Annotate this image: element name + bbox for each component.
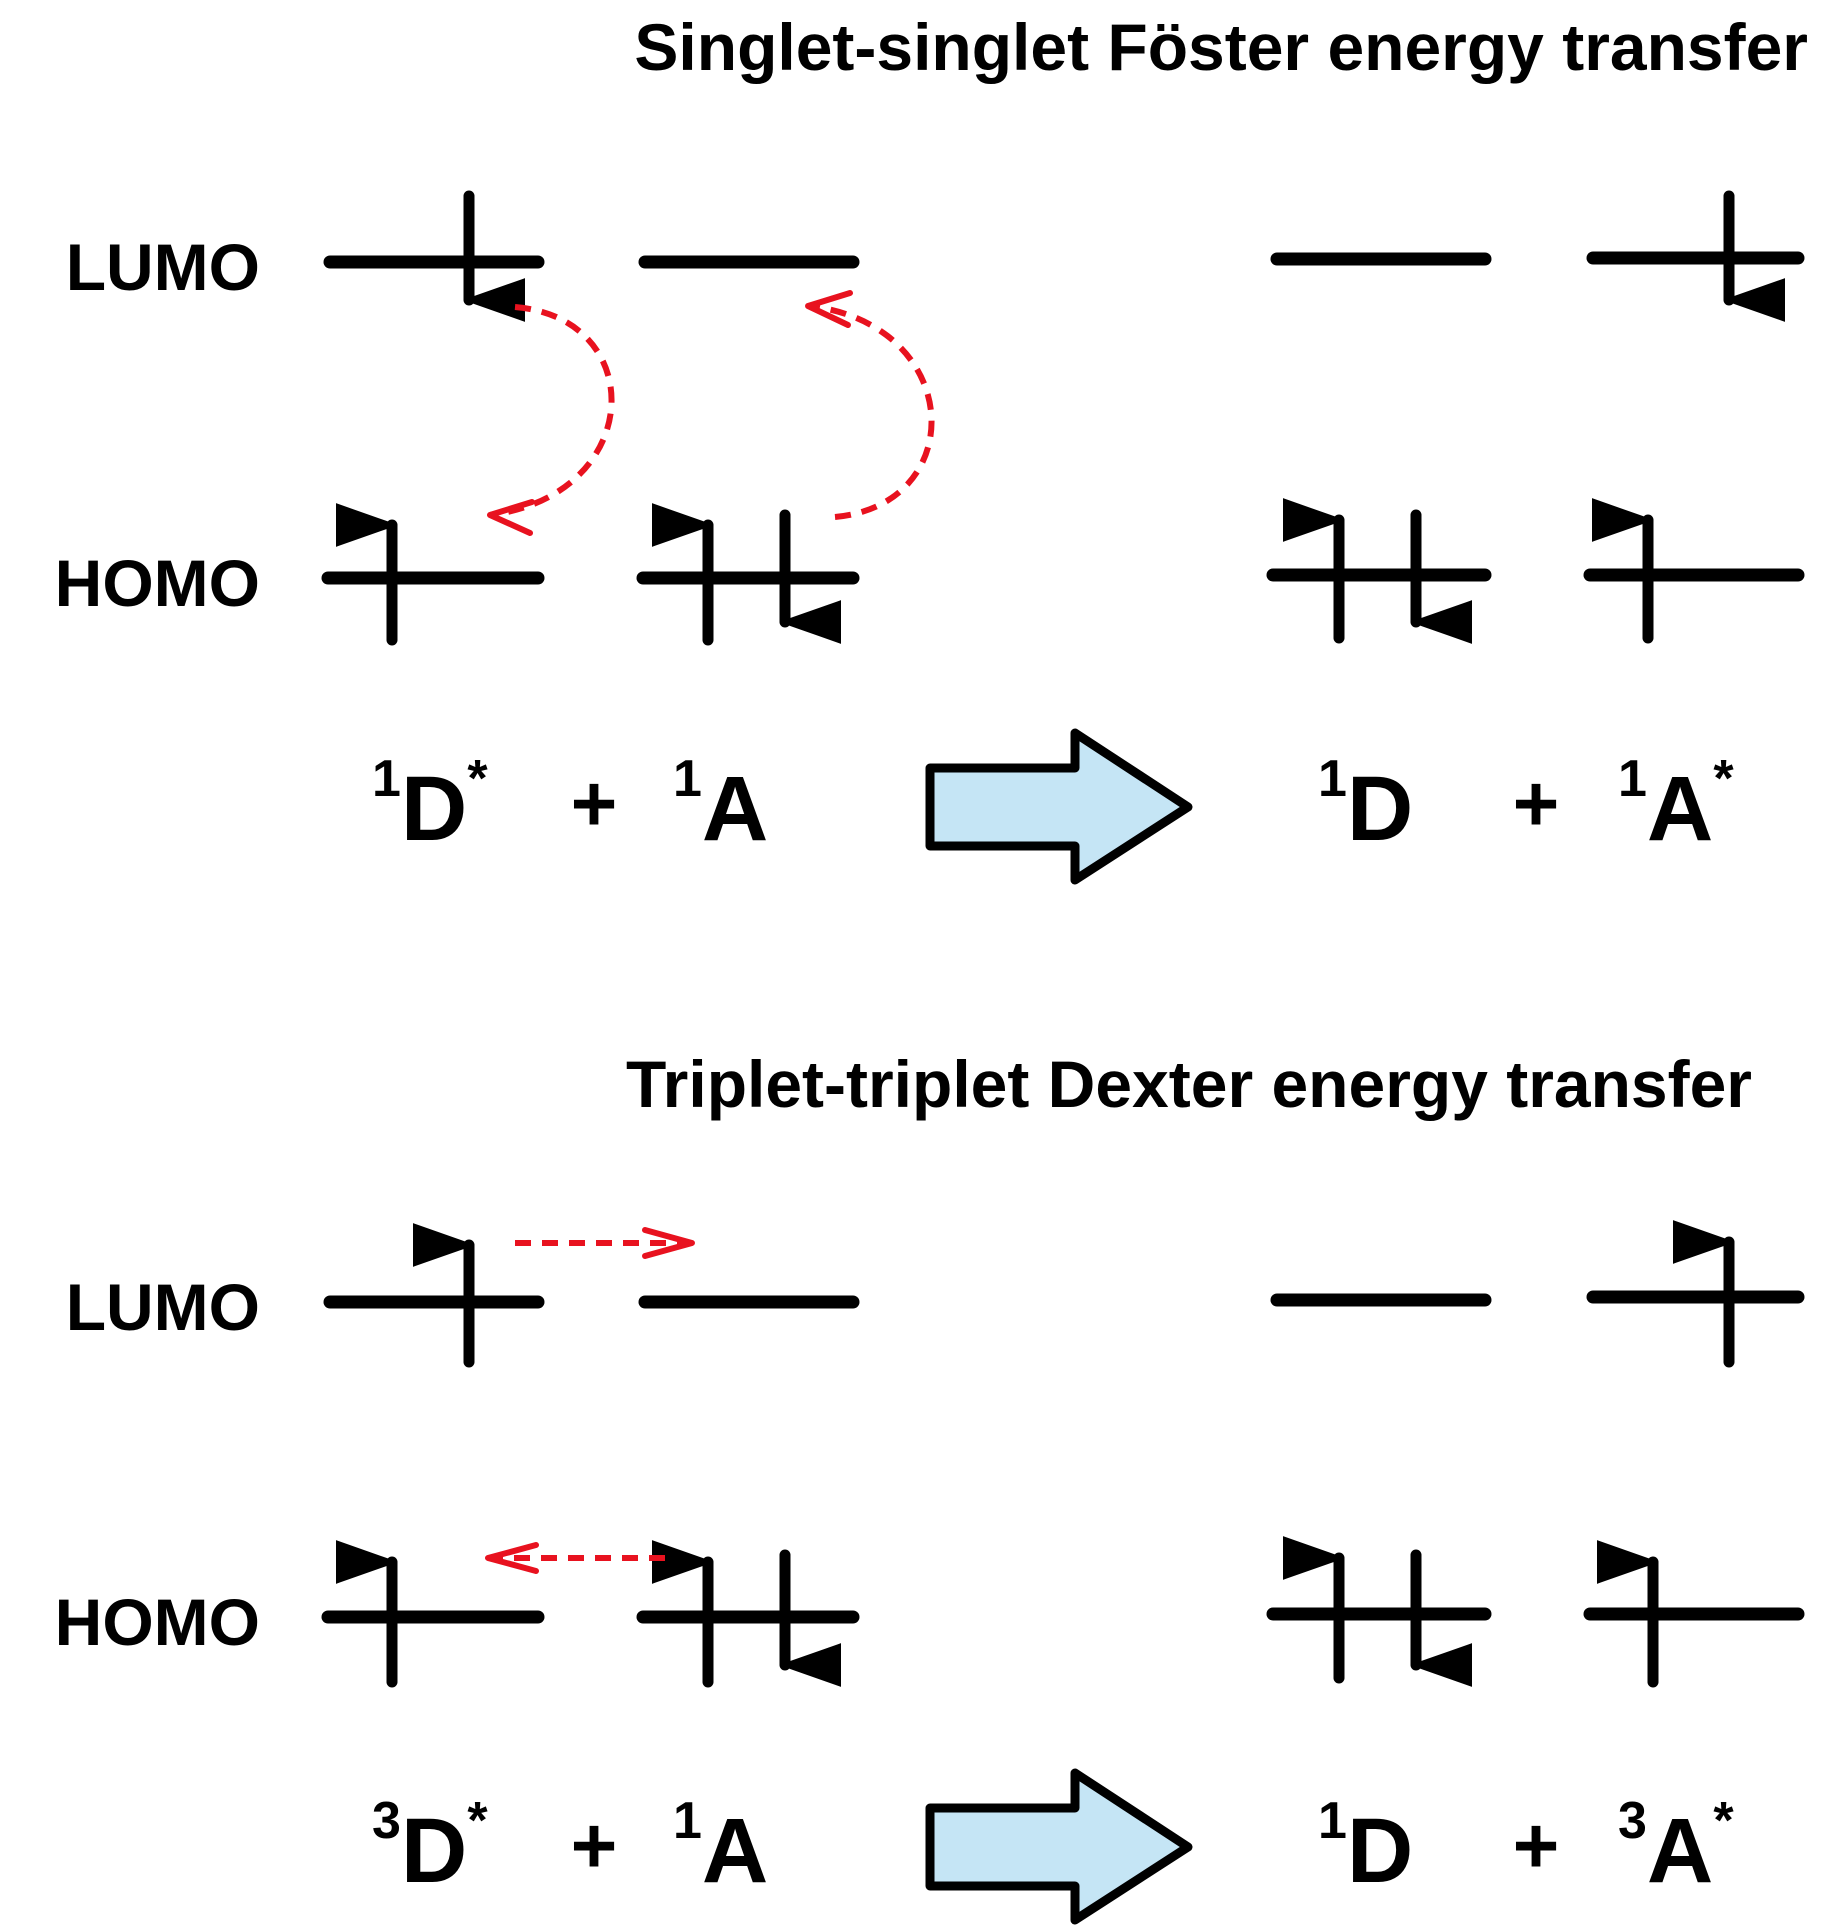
homo-label: HOMO	[55, 1585, 260, 1659]
product-donor: 1D	[1318, 1792, 1413, 1902]
product-acceptor: 1A*	[1618, 750, 1734, 860]
reaction-arrow	[925, 728, 1193, 885]
acceptor-after	[1583, 1242, 1805, 1688]
donor-before	[321, 190, 545, 646]
lumo-label: LUMO	[66, 230, 260, 304]
transfer-acceptor-homo-to-lumo	[809, 303, 935, 520]
product-donor: 1D	[1318, 750, 1413, 860]
reactant-acceptor: 1A	[673, 1792, 768, 1902]
lumo-label: LUMO	[66, 1270, 260, 1344]
plus-sign: +	[571, 1801, 618, 1890]
plus-sign: +	[1513, 759, 1560, 848]
panel-title: Singlet-singlet Föster energy transfer	[634, 10, 1808, 84]
panel-title: Triplet-triplet Dexter energy transfer	[626, 1047, 1752, 1121]
acceptor-before	[636, 1295, 860, 1688]
transfer-arrowhead	[487, 499, 535, 536]
reactant-donor: 1D*	[372, 750, 488, 860]
transfer-donor-lumo-to-homo	[489, 304, 615, 518]
acceptor-before	[636, 255, 860, 646]
reactant-donor: 3D*	[372, 1792, 488, 1902]
reaction-arrow	[925, 1768, 1193, 1925]
transfer-arrowhead	[805, 290, 853, 328]
donor-after	[1266, 1293, 1492, 1678]
product-acceptor: 3A*	[1618, 1792, 1734, 1902]
donor-before	[321, 1245, 545, 1688]
panel-triplet-dexter: Triplet-triplet Dexter energy transfer L…	[55, 1047, 1805, 1925]
panel-singlet-foster: Singlet-singlet Föster energy transfer L…	[55, 10, 1808, 885]
donor-after	[1266, 252, 1492, 638]
transfer-arrowhead	[642, 1227, 695, 1259]
reaction-equation: 3D* + 1A 1D + 3A*	[372, 1768, 1734, 1925]
homo-label: HOMO	[55, 546, 260, 620]
reactant-acceptor: 1A	[673, 750, 768, 860]
acceptor-after	[1583, 190, 1805, 644]
electron-transfer-arrows	[485, 1227, 695, 1574]
transfer-arrowhead	[485, 1542, 539, 1574]
plus-sign: +	[571, 759, 618, 848]
plus-sign: +	[1513, 1801, 1560, 1890]
reaction-equation: 1D* + 1A 1D + 1A*	[372, 728, 1734, 885]
electron-transfer-arrows	[487, 290, 935, 536]
